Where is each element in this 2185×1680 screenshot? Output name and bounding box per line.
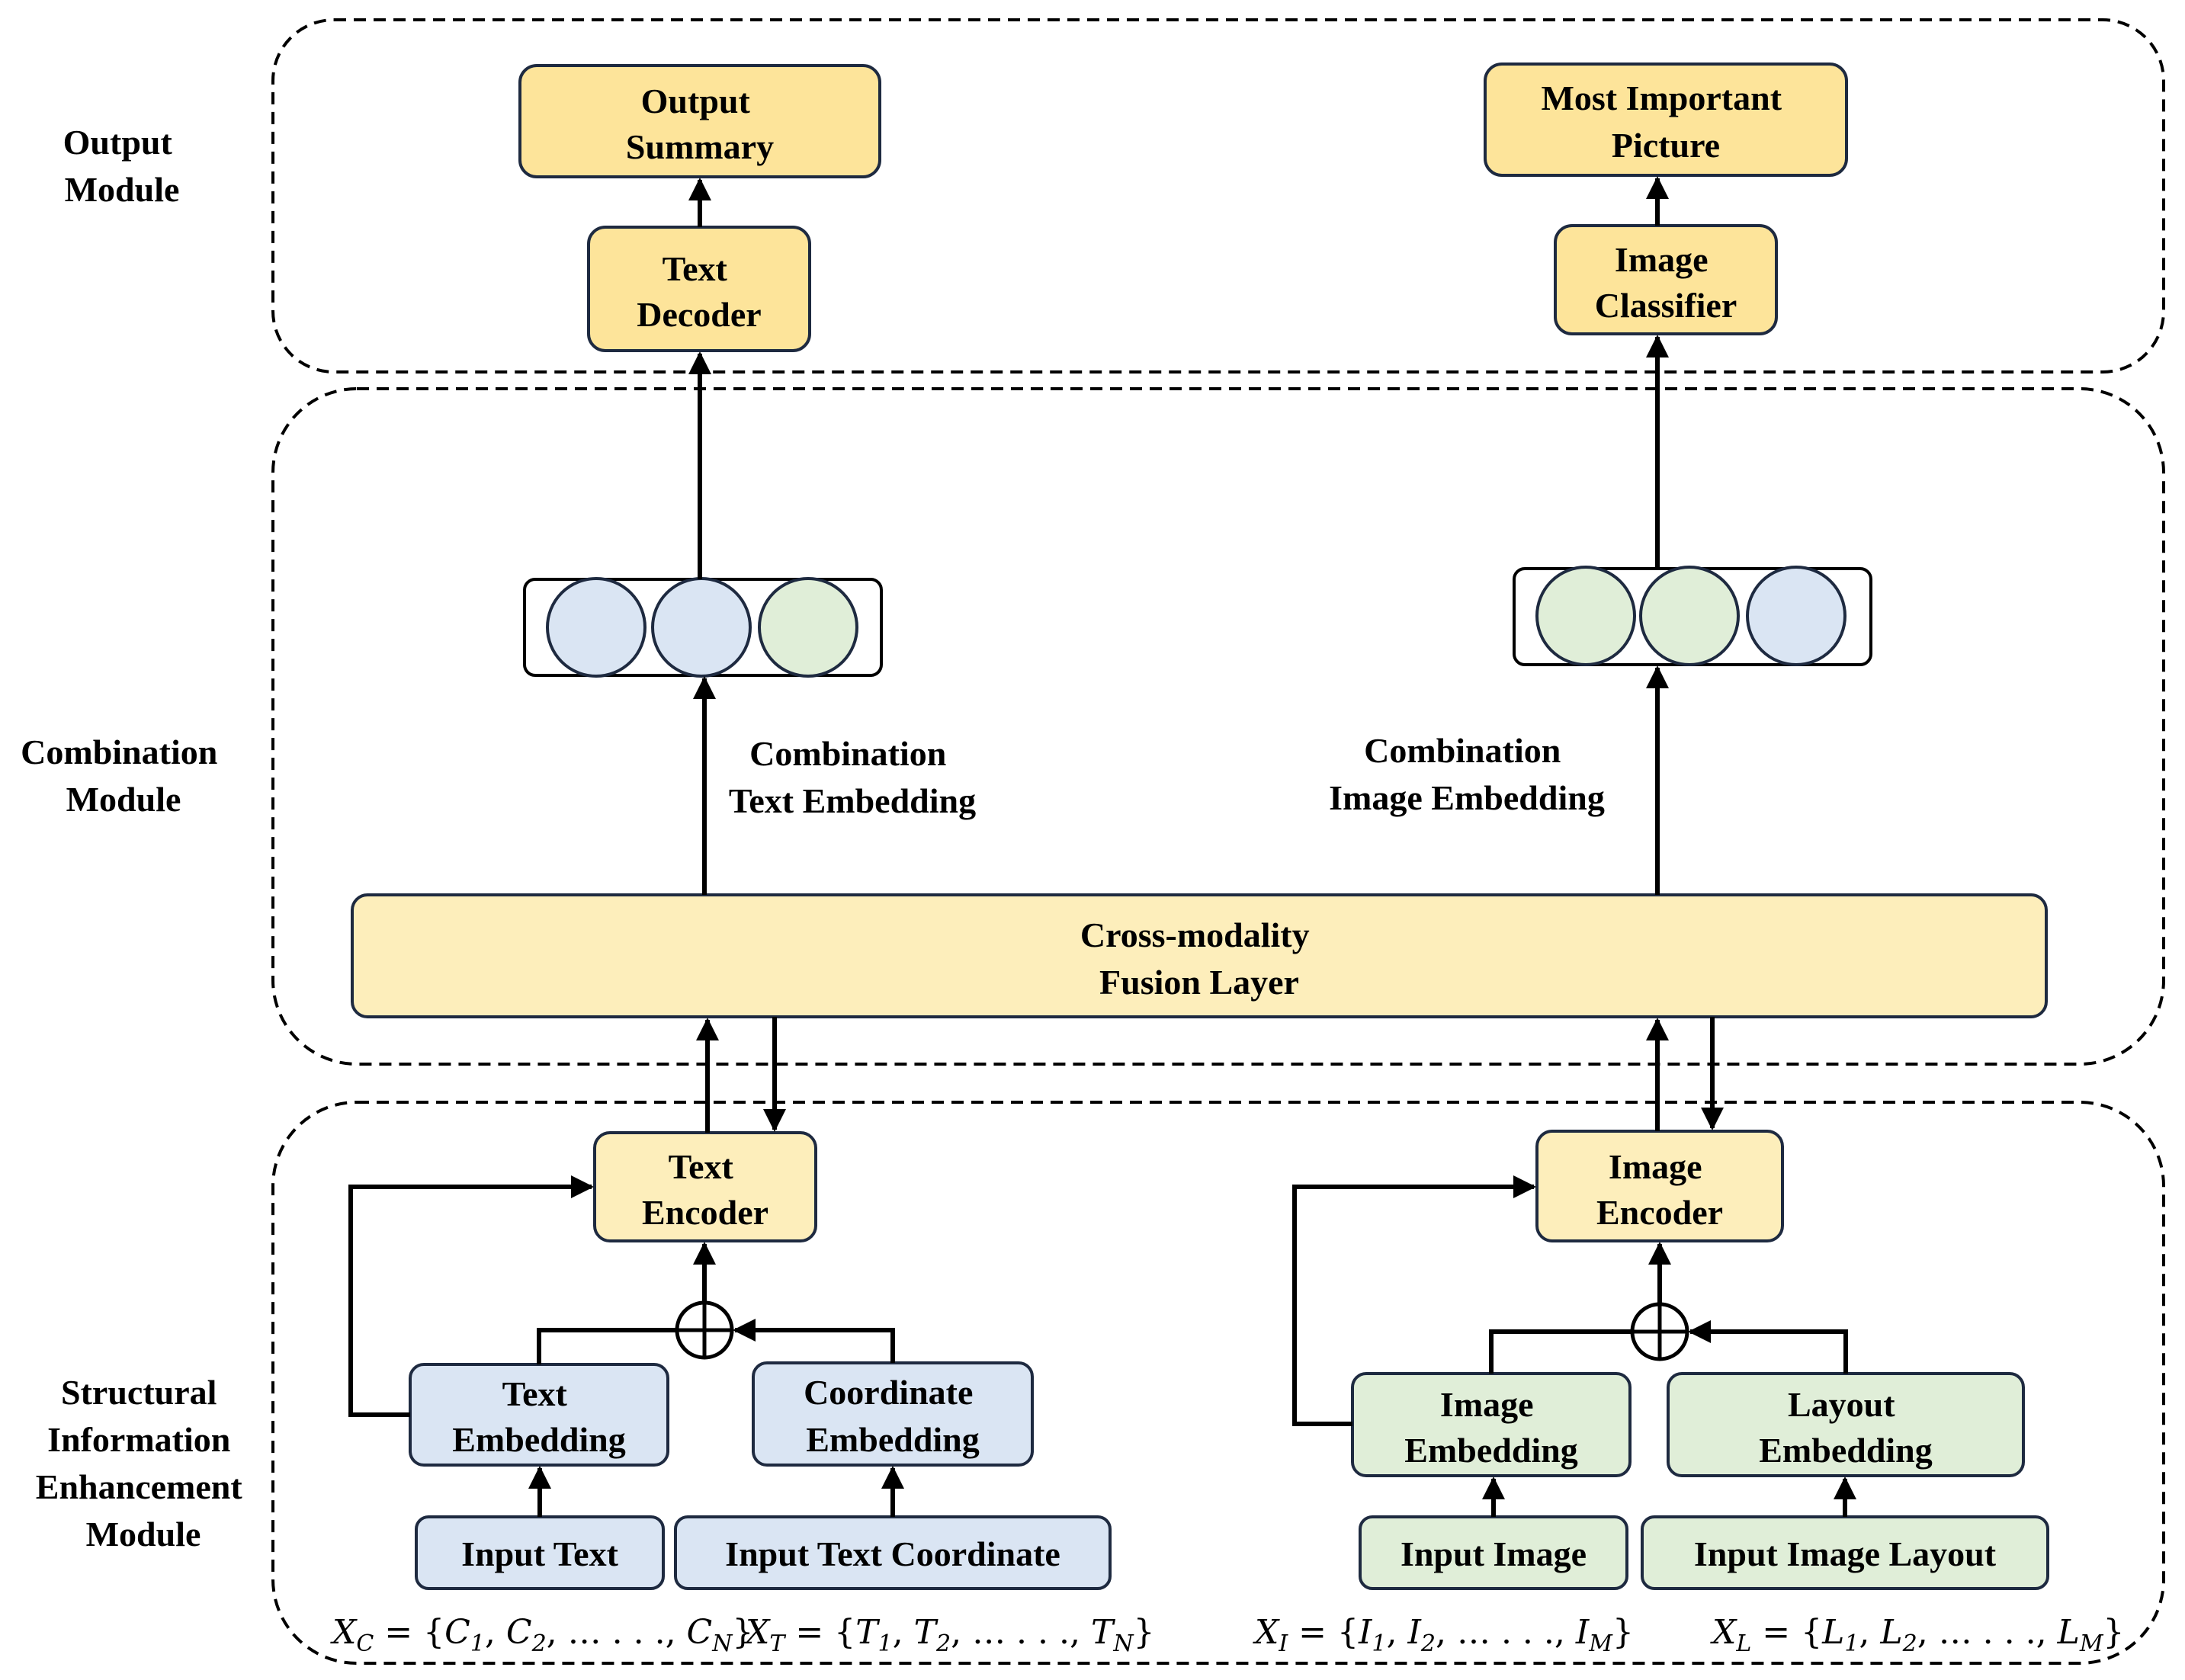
- formula-xi: XI = {I1, I2, … . . ., IM}: [1253, 1613, 1634, 1657]
- image-classifier-box: [1554, 224, 1778, 335]
- most-important-picture-box: [1484, 63, 1848, 177]
- arrow-text-embedding-skip-to-encoder: [348, 1175, 594, 1417]
- output-summary-box: [518, 64, 881, 178]
- input-text-label: Input Text: [461, 1534, 619, 1573]
- combination-module-label: Combination Module: [21, 733, 226, 819]
- formula-xt: XT = {T1, T2, … . . ., TN}: [743, 1613, 1155, 1657]
- image-encoder-label: Image Encoder: [1596, 1147, 1723, 1232]
- combination-text-embedding-label: Combination Text Embedding: [729, 734, 976, 820]
- arrow-layout-embedding-to-sum: [1688, 1320, 1848, 1374]
- fusion-layer-box: [351, 893, 2048, 1018]
- image-sum-icon: [1630, 1302, 1689, 1361]
- structural-module-label: Structural Information Enhancement Modul…: [36, 1373, 251, 1553]
- formula-xc: XC = {C1, C2, … . . ., CN}: [330, 1613, 753, 1657]
- text-vector-cell-3: [758, 577, 858, 678]
- text-vector-cell-2: [651, 577, 752, 678]
- input-image-label: Input Image: [1401, 1534, 1587, 1573]
- input-text-coordinate-label: Input Text Coordinate: [725, 1534, 1060, 1573]
- combination-image-embedding-label: Combination Image Embedding: [1329, 731, 1605, 817]
- arrow-image-embedding-skip-to-encoder: [1292, 1175, 1536, 1426]
- image-vector-cell-1: [1535, 566, 1636, 666]
- structural-module-frame: [271, 1101, 2165, 1665]
- coordinate-embedding-label: Coordinate Embedding: [804, 1373, 982, 1459]
- conn-text-embedding-to-sum: [537, 1328, 677, 1364]
- text-sum-icon: [675, 1300, 734, 1360]
- layout-embedding-label: Layout Embedding: [1759, 1385, 1933, 1470]
- image-vector-cell-3: [1746, 566, 1847, 666]
- image-classifier-label: Image Classifier: [1595, 240, 1737, 325]
- formula-xl: XL = {L1, L2, … . . ., LM}: [1710, 1613, 2125, 1657]
- arrow-coordinate-embedding-to-sum: [733, 1319, 895, 1363]
- combination-module-frame: [271, 387, 2165, 1066]
- text-vector-cell-1: [546, 577, 647, 678]
- input-image-layout-label: Input Image Layout: [1694, 1534, 1997, 1573]
- output-module-frame: [271, 18, 2165, 374]
- conn-image-embedding-to-sum: [1489, 1329, 1632, 1374]
- fusion-layer-label: Cross-modality Fusion Layer: [1080, 915, 1318, 1002]
- image-embedding-label: Image Embedding: [1404, 1385, 1578, 1470]
- text-encoder-label: Text Encoder: [642, 1147, 768, 1232]
- output-module-label: Output Module: [63, 123, 181, 209]
- most-important-picture-label: Most Important Picture: [1541, 79, 1790, 165]
- image-vector-cell-2: [1639, 566, 1740, 666]
- output-summary-label: Output Summary: [626, 82, 774, 166]
- text-decoder-label: Text Decoder: [637, 249, 761, 334]
- text-embedding-label: Text Embedding: [452, 1374, 626, 1459]
